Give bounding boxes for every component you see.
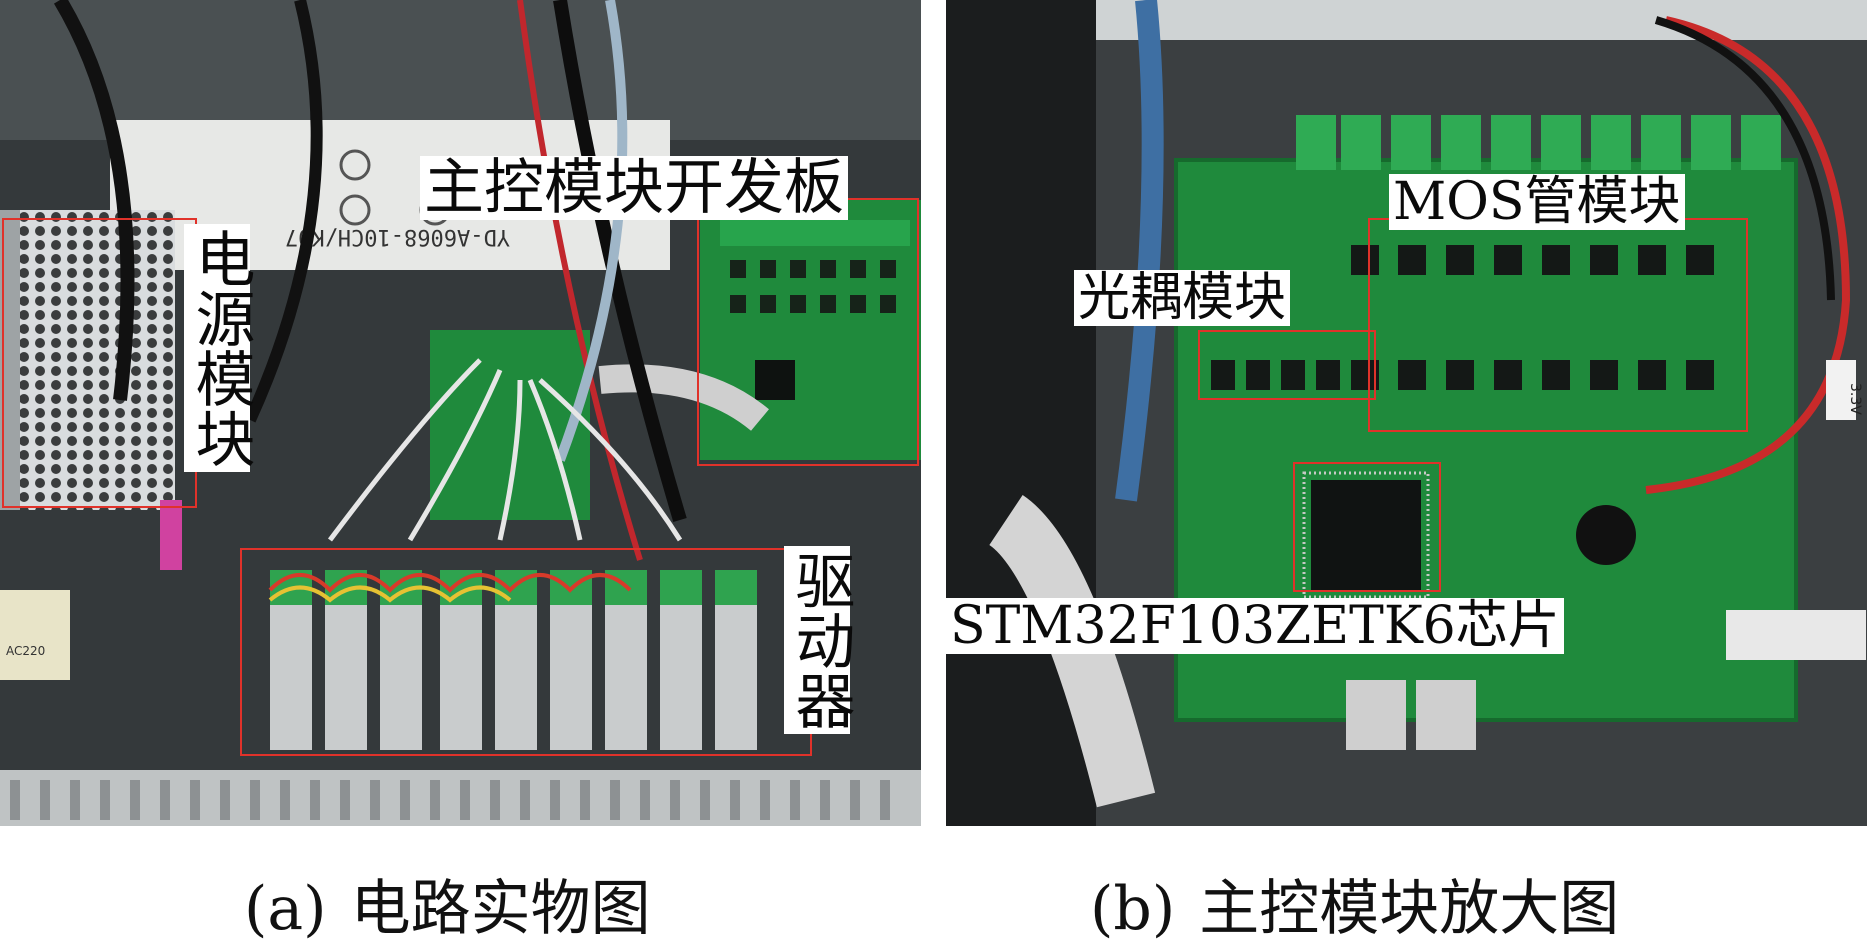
circuit-photo: YD-A6068-10CH/K07 bbox=[0, 0, 921, 826]
driver-box bbox=[240, 548, 812, 756]
wire-tag-3v3: 3.3V bbox=[1847, 383, 1863, 415]
mos-module-label: MOS管模块 bbox=[1389, 174, 1685, 230]
caption-a-letter: (a) bbox=[244, 874, 327, 944]
panel-b-photo: 3.3V MOS管模块 光耦模块 STM32F103ZETK6芯片 bbox=[946, 0, 1867, 826]
main-board-label: 主控模块开发板 bbox=[420, 156, 848, 220]
ac220-label: AC220 bbox=[6, 644, 45, 658]
main-board-box bbox=[697, 198, 919, 466]
caption-b-text: 主控模块放大图 bbox=[1199, 874, 1620, 944]
driver-label: 驱动器 bbox=[784, 546, 855, 734]
power-module-box bbox=[2, 218, 197, 508]
chip-label: STM32F103ZETK6芯片 bbox=[946, 598, 1564, 654]
optocoupler-module-label: 光耦模块 bbox=[1074, 270, 1291, 326]
caption-b: (b) 主控模块放大图 bbox=[1090, 860, 1619, 947]
caption-b-letter: (b) bbox=[1090, 874, 1176, 944]
caption-a: (a) 电路实物图 bbox=[244, 860, 651, 947]
main-board-closeup-photo: 3.3V bbox=[946, 0, 1867, 826]
power-module-label: 电源模块 bbox=[184, 224, 255, 472]
nameplate-text: YD-A6068-10CH/K07 bbox=[285, 224, 510, 249]
panel-a-photo: YD-A6068-10CH/K07 bbox=[0, 0, 921, 826]
caption-a-text: 电路实物图 bbox=[350, 874, 651, 944]
optocoupler-module-box bbox=[1198, 330, 1376, 400]
mos-module-box bbox=[1368, 218, 1748, 432]
chip-box bbox=[1293, 462, 1441, 592]
